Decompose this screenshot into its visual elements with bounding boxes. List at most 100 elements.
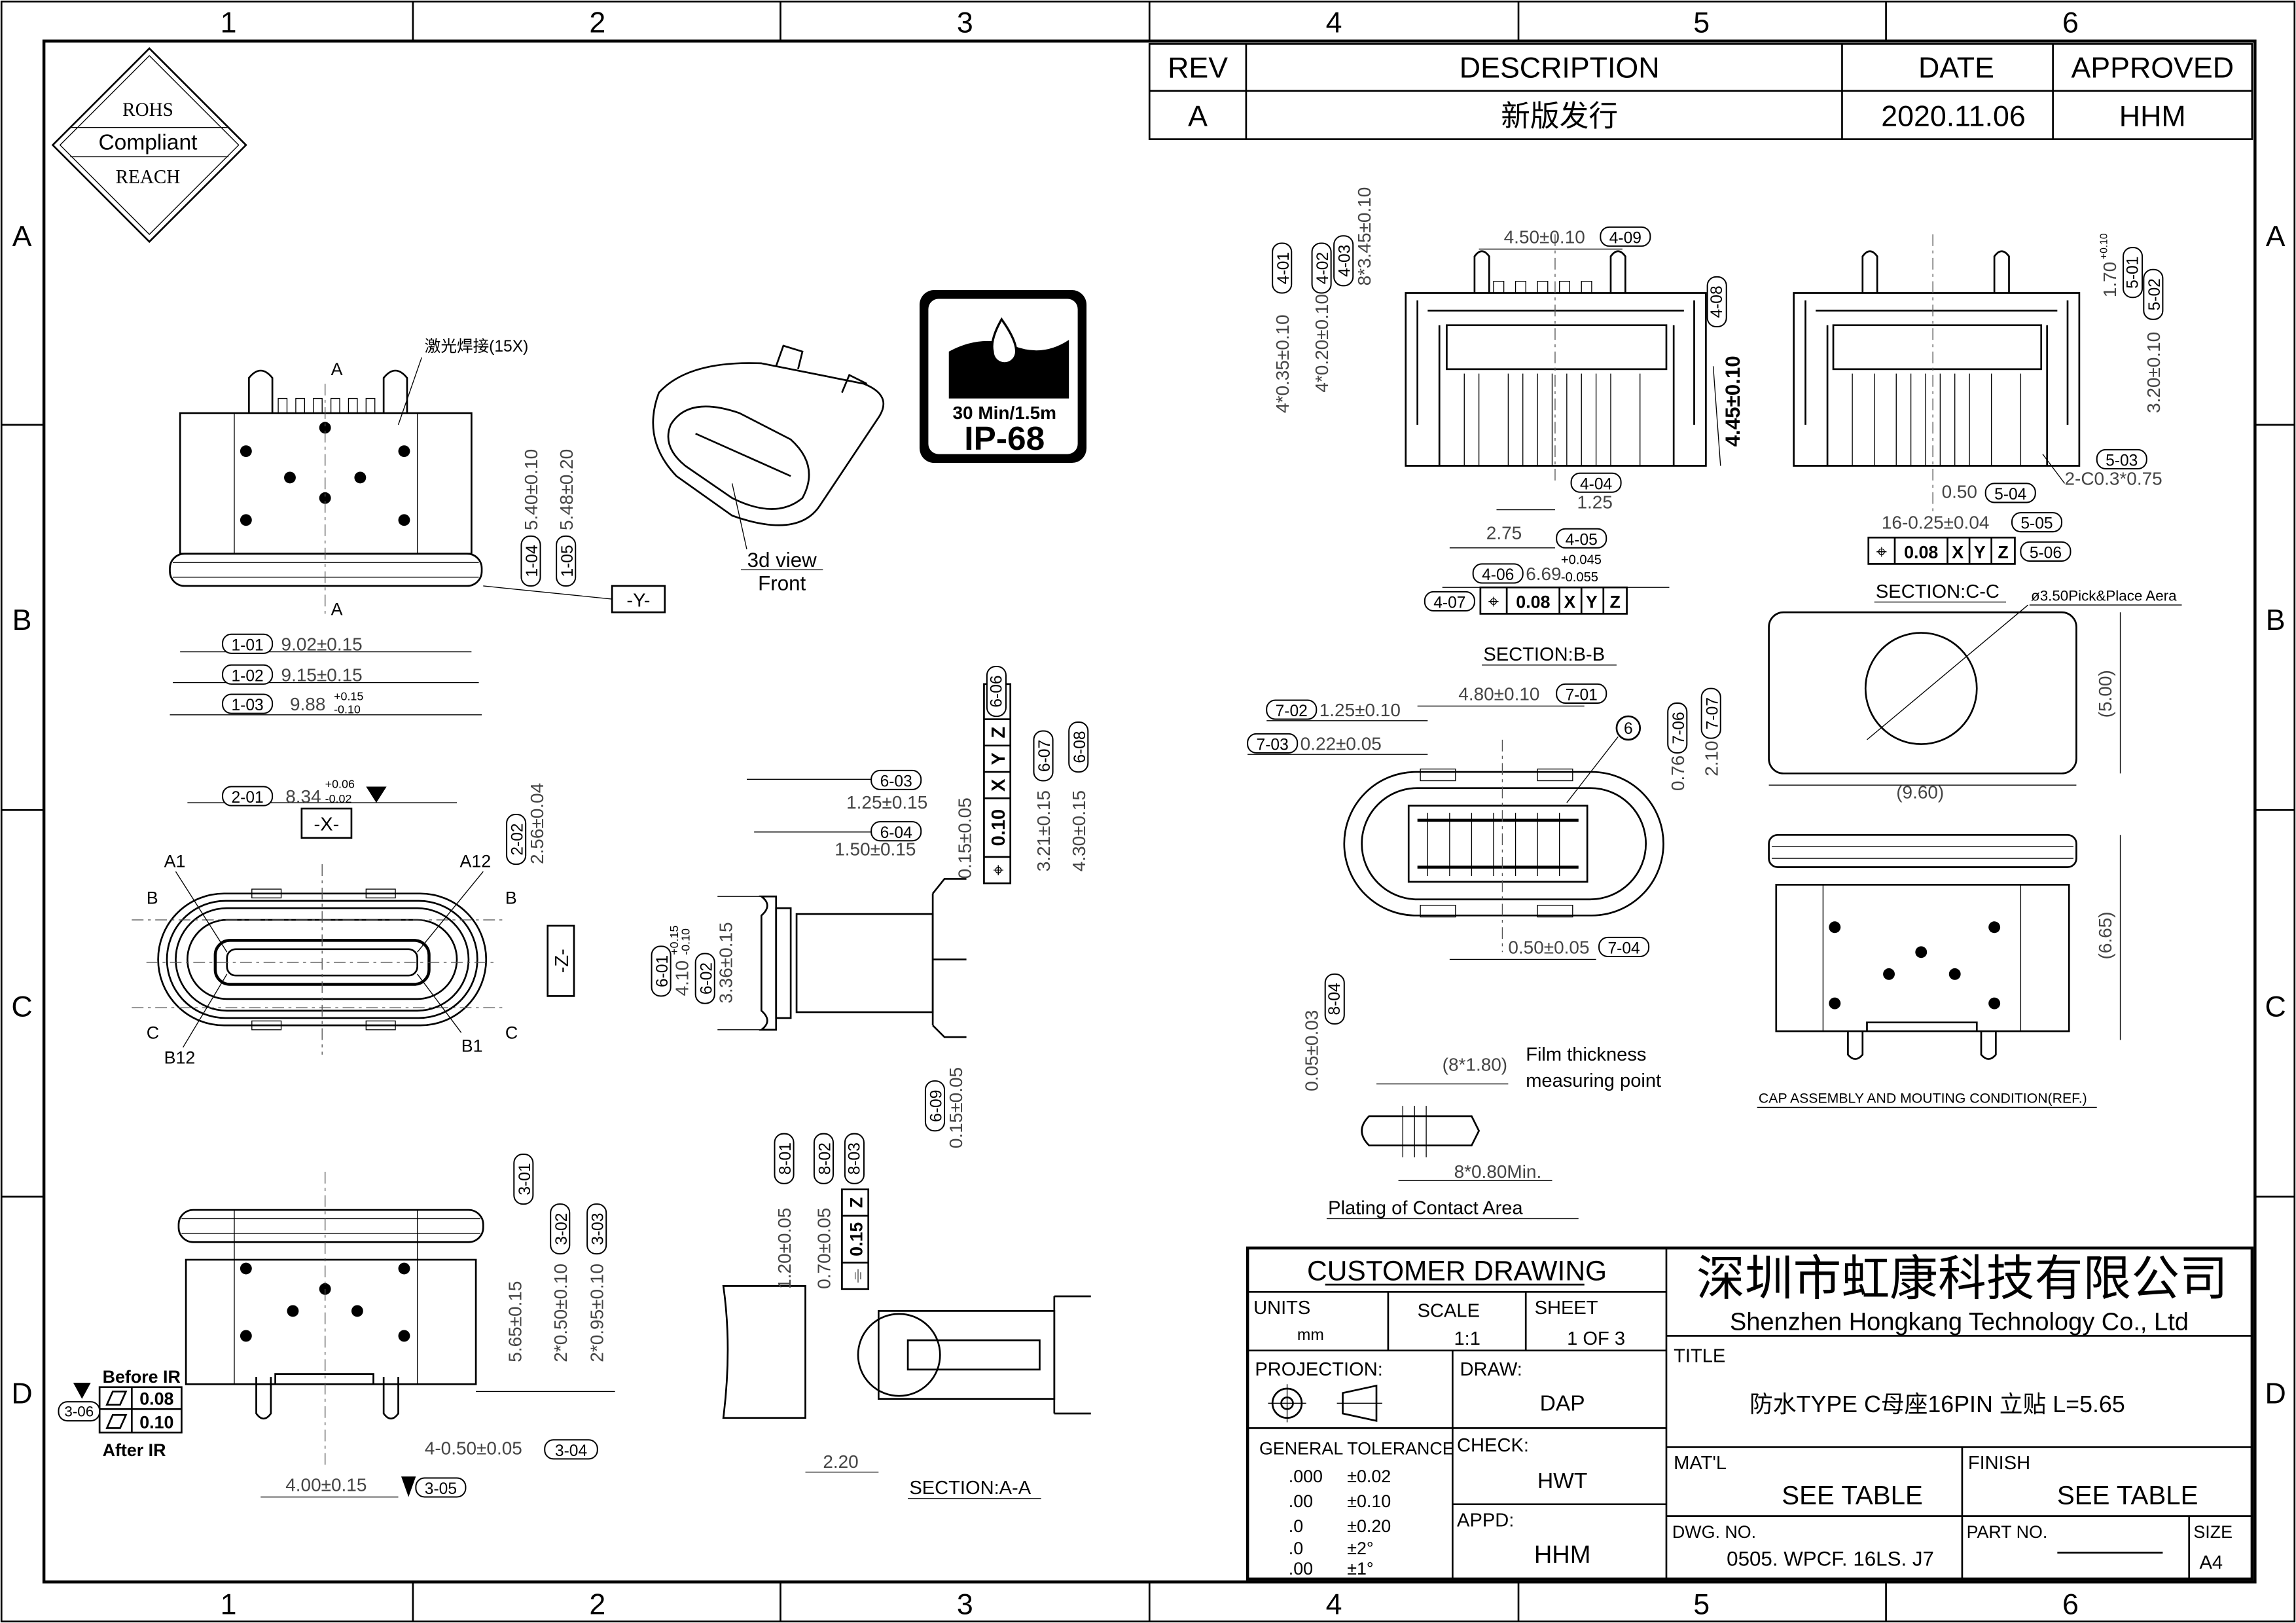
projection-label: PROJECTION: [1255, 1359, 1382, 1380]
svg-text:16-0.25±0.04: 16-0.25±0.04 [1882, 513, 1990, 533]
scale-value: 1:1 [1454, 1328, 1480, 1349]
section-b-marker-right: B [505, 888, 517, 907]
dim-8-02: 0.70±0.058-02 [813, 1133, 834, 1289]
position-tolerance-icon: ⌖ [988, 865, 1009, 875]
svg-text:-0.055: -0.055 [1561, 570, 1598, 585]
svg-text:4-04: 4-04 [1580, 475, 1612, 493]
svg-text:3.21±0.15: 3.21±0.15 [1033, 790, 1054, 871]
section-c-marker-right: C [505, 1023, 518, 1042]
svg-text:6-08: 6-08 [1071, 731, 1089, 763]
after-ir-label: After IR [103, 1440, 166, 1460]
svg-text:8-01: 8-01 [777, 1142, 795, 1175]
section-c-marker-left: C [147, 1023, 159, 1042]
zone-col-5: 5 [1693, 6, 1710, 39]
dim-5-03: 5-032-C0.3*0.75 [2065, 448, 2162, 489]
dim-8-01: 1.20±0.058-01 [774, 1133, 795, 1289]
svg-text:4.30±0.15: 4.30±0.15 [1069, 790, 1089, 871]
description-value: 新版发行 [1501, 100, 1618, 132]
fcf-5-06: ⌖ 0.08 X Y Z 5-06 [1867, 536, 2072, 565]
svg-text:3-02: 3-02 [553, 1213, 571, 1245]
zone-col-3-bottom: 3 [957, 1588, 973, 1621]
tol-value-4: ±1° [1347, 1559, 1373, 1578]
svg-text:5-04: 5-04 [1994, 486, 2026, 503]
dim-5-01: 1.70+0.105-01 [2098, 233, 2144, 299]
tol-key-3: .0 [1289, 1539, 1303, 1558]
svg-text:7-01: 7-01 [1566, 686, 1598, 704]
cap-assembly-height: (6.65) [2095, 911, 2115, 959]
part-no-label: PART NO. [1967, 1522, 2048, 1542]
sheet-label: SHEET [1535, 1298, 1598, 1319]
svg-text:2-02: 2-02 [509, 823, 527, 855]
svg-text:2*0.95±0.10: 2*0.95±0.10 [587, 1264, 607, 1362]
film-thickness-label: Film thickness [1526, 1044, 1646, 1065]
svg-text:6-02: 6-02 [698, 962, 715, 994]
dim-4-03: 8*3.45±0.104-03 [1333, 187, 1374, 287]
dwg-no-label: DWG. NO. [1672, 1522, 1756, 1542]
svg-text:2.10: 2.10 [1701, 740, 1721, 776]
laser-weld-note: 激光焊接(15X) [425, 337, 529, 356]
svg-text:0.22±0.05: 0.22±0.05 [1300, 734, 1382, 754]
svg-text:4.10: 4.10 [672, 960, 692, 996]
pin-b12-label: B12 [164, 1048, 196, 1067]
draw-label: DRAW: [1460, 1359, 1522, 1380]
dim-5-02: 5-02 [2143, 268, 2164, 320]
svg-text:0.08: 0.08 [1904, 542, 1938, 562]
section-a-a: 1.20±0.058-01 0.70±0.058-02 ⌯ 0.15 Z 8-0… [722, 1133, 1091, 1499]
tol-key-1: .00 [1289, 1491, 1313, 1511]
svg-text:6-06: 6-06 [988, 675, 1005, 707]
svg-text:6-04: 6-04 [880, 824, 912, 842]
dim-8-04: 0.05±0.038-04 [1302, 973, 1345, 1091]
svg-text:4-02: 4-02 [1314, 252, 1332, 284]
svg-text:+0.10: +0.10 [2098, 233, 2109, 259]
appd-label: APPD: [1457, 1510, 1514, 1531]
svg-text:4-09: 4-09 [1609, 229, 1641, 247]
zone-col-2-bottom: 2 [589, 1588, 605, 1621]
zone-col-3: 3 [957, 6, 973, 39]
dim-6-03: 6-031.25±0.15 [846, 769, 927, 812]
svg-text:+0.15: +0.15 [668, 925, 681, 955]
zone-col-6: 6 [2062, 6, 2079, 39]
pick-place-area [1864, 632, 1978, 745]
fcf-6-06: ⌖ 0.10 X Y Z 6-06 [983, 666, 1012, 884]
svg-text:0.15±0.05: 0.15±0.05 [954, 797, 975, 879]
section-a-a-title: SECTION:A-A [909, 1478, 1031, 1499]
datum-x: -X- [314, 814, 340, 835]
svg-text:4-0.50±0.05: 4-0.50±0.05 [425, 1438, 522, 1459]
svg-text:+0.06: +0.06 [325, 778, 355, 791]
svg-text:0.05±0.03: 0.05±0.03 [1302, 1010, 1322, 1091]
svg-text:X: X [1952, 542, 1964, 562]
svg-text:6-01: 6-01 [654, 955, 672, 987]
position-tolerance-icon: ⌖ [1876, 541, 1887, 562]
pick-place-width: (9.60) [1896, 782, 1944, 802]
ip-rating-duration: 30 Min/1.5m [953, 403, 1056, 423]
svg-text:7-03: 7-03 [1257, 737, 1289, 754]
revision-table: REV DESCRIPTION DATE APPROVED A 新版发行 202… [1148, 43, 2253, 140]
tol-key-0: .000 [1289, 1467, 1323, 1486]
tol-value-2: ±0.20 [1347, 1516, 1391, 1536]
svg-text:4.80±0.10: 4.80±0.10 [1458, 684, 1539, 704]
svg-text:4*0.20±0.10: 4*0.20±0.10 [1312, 294, 1332, 393]
svg-text:0.15: 0.15 [847, 1222, 867, 1256]
dim-3-02: 2*0.50±0.103-02 [550, 1203, 571, 1362]
title-block: CUSTOMER DRAWING UNITS mm SCALE 1:1 SHEE… [1246, 1246, 2254, 1581]
rohs-reach-compliance-mark: ROHS Compliant REACH [51, 46, 247, 244]
dim-7-01: 4.80±0.10 7-01 [1458, 683, 1607, 704]
svg-text:1-04: 1-04 [524, 545, 541, 577]
svg-text:2.56±0.04: 2.56±0.04 [527, 783, 547, 864]
svg-text:Y: Y [1586, 593, 1598, 612]
svg-text:X: X [988, 778, 1009, 792]
svg-text:0.10: 0.10 [988, 809, 1009, 847]
dim-7-06: 0.767-06 [1667, 702, 1688, 791]
svg-text:8.34: 8.34 [285, 786, 321, 807]
svg-text:9.02±0.15: 9.02±0.15 [281, 634, 363, 654]
svg-text:1-02: 1-02 [231, 667, 263, 685]
svg-text:-0.10: -0.10 [679, 928, 692, 955]
svg-text:0.50±0.05: 0.50±0.05 [1508, 938, 1589, 958]
section-c-c-title: SECTION:C-C [1876, 581, 2000, 602]
dim-4-02: 4*0.20±0.10 4-02 [1311, 242, 1332, 393]
